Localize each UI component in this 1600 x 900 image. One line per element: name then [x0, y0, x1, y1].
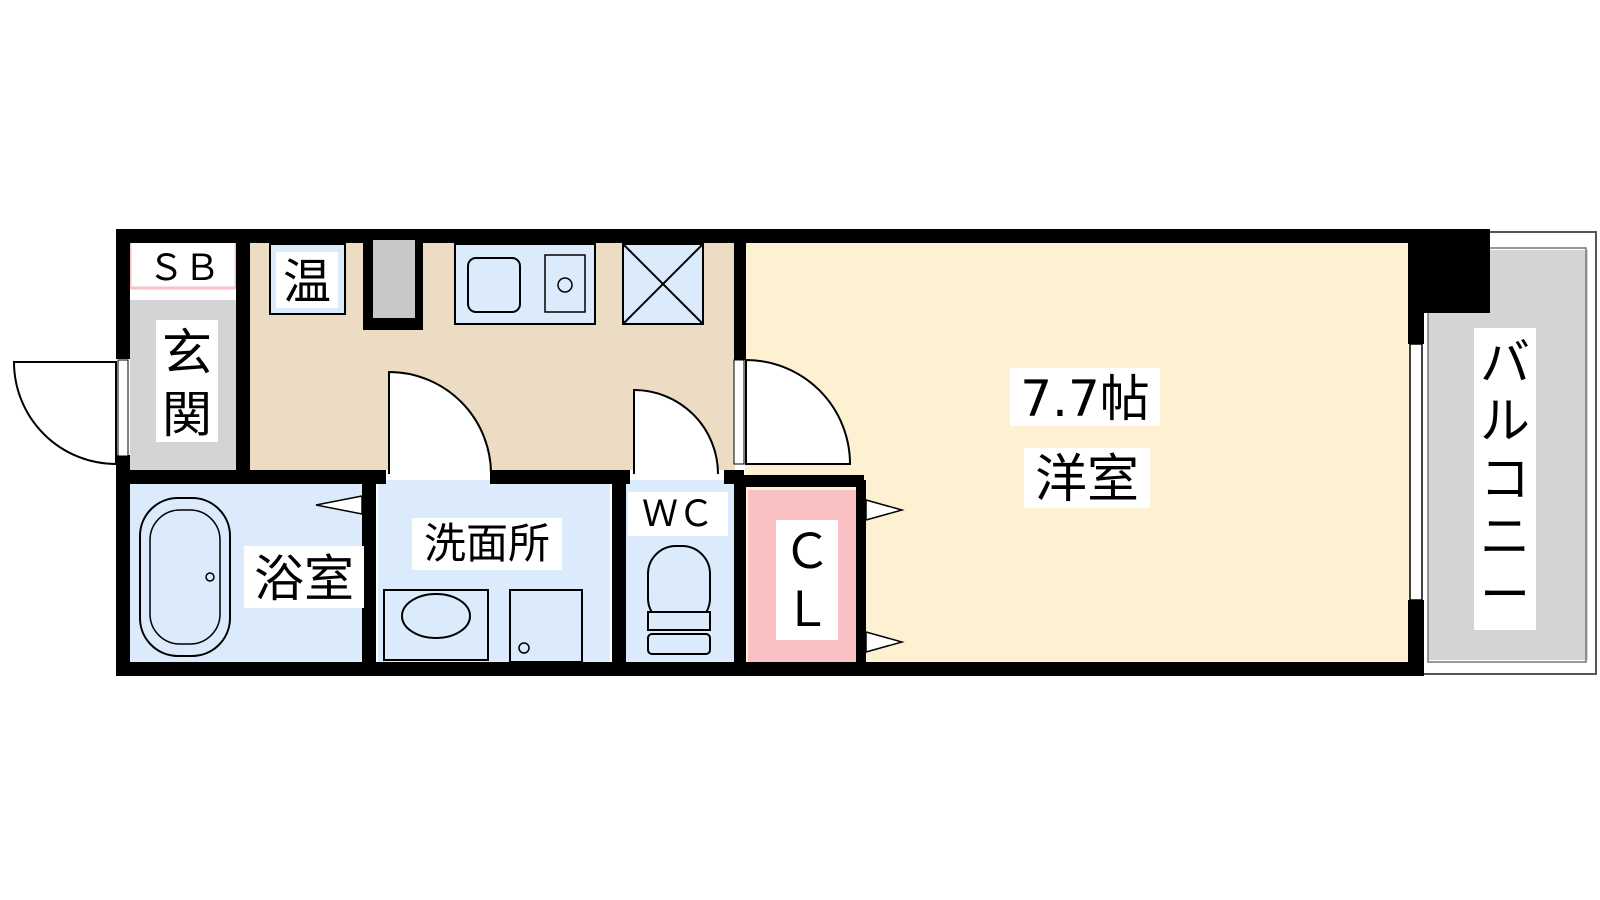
svg-text:ー: ー — [1480, 566, 1530, 624]
stove-icon — [544, 254, 586, 313]
closet-label-top: Ｃ — [783, 524, 831, 580]
water-heater-label: 温 — [283, 254, 331, 310]
balcony-label: バ ル コ ニ ー — [1480, 334, 1530, 624]
bathtub-icon — [139, 497, 231, 657]
bathroom-door — [315, 495, 363, 515]
washroom-door — [388, 370, 492, 475]
bathroom-label: 浴室 — [254, 550, 354, 608]
room-size-label: 7.7帖 — [1020, 370, 1150, 428]
entrance-label-top: 玄 — [162, 324, 212, 382]
walls — [116, 229, 1490, 676]
closet-door-bottom — [865, 631, 905, 653]
toilet-icon — [647, 545, 711, 655]
closet-label-bottom: Ｌ — [783, 582, 831, 638]
balcony-window — [1409, 343, 1423, 601]
refrigerator-space — [373, 240, 415, 318]
wc-door — [633, 388, 719, 475]
sink-icon — [467, 257, 521, 313]
western-room-door — [745, 358, 852, 465]
vanity-sink-icon — [383, 589, 489, 661]
svg-text:コ: コ — [1480, 450, 1530, 508]
entrance-label-bottom: 関 — [162, 386, 212, 444]
entrance-door — [12, 361, 117, 466]
svg-text:ル: ル — [1480, 392, 1530, 450]
washing-machine-space — [509, 589, 583, 663]
burner-icon — [557, 277, 573, 293]
svg-text:ニ: ニ — [1480, 508, 1530, 566]
balcony-inner — [1427, 247, 1587, 663]
closet-door-top — [865, 499, 905, 521]
svg-text:バ: バ — [1480, 334, 1530, 392]
washroom-label: 洗面所 — [424, 519, 550, 568]
wc-label: ＷＣ — [642, 494, 714, 535]
shoe-box-label: ＳＢ — [148, 248, 220, 289]
western-room-label: 洋室 — [1035, 450, 1139, 510]
